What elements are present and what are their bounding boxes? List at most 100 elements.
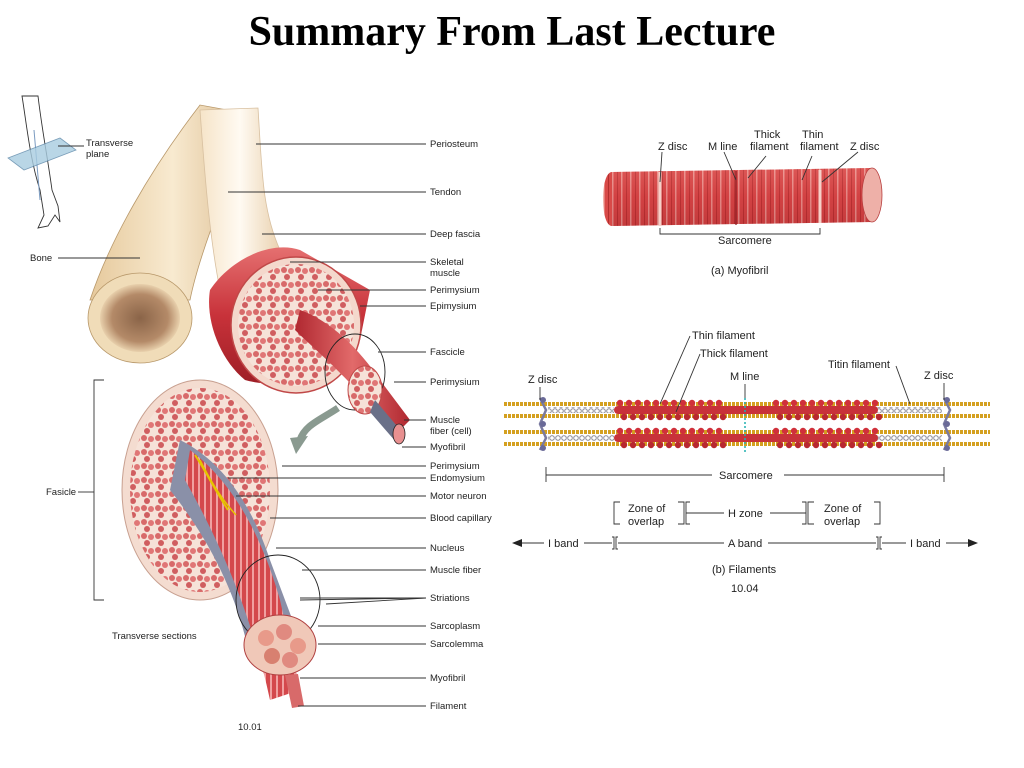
myosin-head (665, 441, 673, 449)
myosin-head (616, 399, 624, 407)
myofibril-m-line-label: M line (708, 141, 737, 153)
myosin-head (875, 441, 883, 449)
myosin-head (719, 413, 727, 421)
myosin-head (688, 427, 696, 435)
myosin-head (620, 441, 628, 449)
filaments-caption: (b) Filaments (712, 564, 777, 576)
myosin-head (629, 413, 637, 421)
myosin-head (665, 413, 673, 421)
left-figure-label: Sarcolemma (430, 639, 484, 650)
myofibril-sarcomere-label: Sarcomere (718, 235, 772, 247)
z-disc-right-label: Z disc (924, 370, 954, 382)
striations-leader-line (325, 597, 427, 605)
myofibril-caption: (a) Myofibril (711, 265, 768, 277)
left-figure-label: Fascicle (430, 347, 465, 358)
myosin-head (817, 427, 825, 435)
z-disc-left-node (540, 397, 546, 403)
myosin-head (803, 441, 811, 449)
left-figure-label: Myofibril (430, 442, 465, 453)
myosin-head (715, 427, 723, 435)
filaments-figure-number: 10.04 (731, 583, 759, 595)
zoom-arrow-icon (296, 405, 340, 442)
myosin-head (670, 427, 678, 435)
myosin-head (616, 427, 624, 435)
myosin-head (643, 427, 651, 435)
myosin-head (719, 441, 727, 449)
myosin-head (781, 427, 789, 435)
myosin-head (826, 399, 834, 407)
myosin-head (785, 441, 793, 449)
myosin-head (853, 399, 861, 407)
myosin-head (697, 399, 705, 407)
myosin-head (857, 441, 865, 449)
transverse-section-illustration (121, 379, 321, 708)
z-disc-left-node (540, 421, 546, 427)
myosin-head (808, 427, 816, 435)
myosin-head (844, 427, 852, 435)
i-band-left-label: I band (548, 538, 579, 550)
left-figure-label: Perimysium (430, 377, 480, 388)
slide-title: Summary From Last Lecture (248, 9, 776, 55)
myosin-head (652, 399, 660, 407)
sarcomere-label: Sarcomere (719, 470, 773, 482)
h-zone-label: H zone (728, 508, 763, 520)
fasicle-bracket (93, 379, 104, 601)
h-zone-bracket (685, 501, 807, 525)
left-figure-label: Muscle fiber (430, 565, 481, 576)
myosin-head (781, 399, 789, 407)
myosin-head (799, 427, 807, 435)
left-figure-label: Periosteum (430, 139, 478, 150)
myosin-head (871, 427, 879, 435)
left-figure-number: 10.01 (238, 722, 262, 733)
myosin-head (634, 427, 642, 435)
myosin-head (674, 441, 682, 449)
myosin-head (803, 413, 811, 421)
myofibril-sarcomere-bracket (659, 228, 821, 235)
myosin-head (830, 413, 838, 421)
myosin-head (862, 427, 870, 435)
myosin-head (688, 399, 696, 407)
myosin-head (679, 427, 687, 435)
myosin-head (656, 441, 664, 449)
left-figure-label: Blood capillary (430, 513, 492, 524)
myosin-head (808, 399, 816, 407)
left-figure-label: Tendon (430, 187, 461, 198)
left-figure-label: Nucleus (430, 543, 465, 554)
myosin-head (776, 441, 784, 449)
left-figure-label: Endomysium (430, 473, 485, 484)
band-arrows (512, 536, 978, 550)
myosin-head (706, 399, 714, 407)
myosin-head (674, 413, 682, 421)
z-disc-left-label: Z disc (528, 374, 558, 386)
thick-filament-label: Thick filament (700, 348, 768, 360)
left-figure-label: Perimysium (430, 461, 480, 472)
myosin-head (710, 413, 718, 421)
left-figure-label: Sarcoplasm (430, 621, 480, 632)
myosin-head (629, 441, 637, 449)
myosin-head (844, 399, 852, 407)
myosin-head (701, 441, 709, 449)
myosin-head (794, 441, 802, 449)
z-disc-left-node (540, 445, 546, 451)
myosin-head (772, 427, 780, 435)
myosin-head (839, 441, 847, 449)
myosin-head (848, 413, 856, 421)
titin-coil (548, 435, 614, 441)
myosin-head (785, 413, 793, 421)
titin-coil (876, 435, 942, 441)
z-disc-right-node (944, 397, 950, 403)
transverse-sections-label: Transverse sections (112, 631, 197, 642)
myosin-head (661, 399, 669, 407)
myosin-head (817, 399, 825, 407)
left-figure-label: Striations (430, 593, 470, 604)
left-figure-label: Motor neuron (430, 491, 487, 502)
myofibril-illustration (603, 167, 883, 226)
sarcomere-bracket (545, 467, 945, 482)
zone-overlap-right-bracket (807, 501, 881, 525)
myosin-head (638, 441, 646, 449)
myosin-head (710, 441, 718, 449)
myosin-head (706, 427, 714, 435)
